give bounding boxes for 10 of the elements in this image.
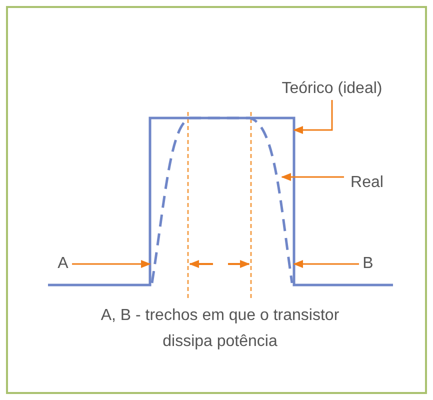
- leader-arrow: [281, 173, 344, 181]
- leader-arrow: [293, 260, 359, 268]
- callout-label: A: [54, 253, 72, 275]
- callout-label: Real: [344, 172, 390, 194]
- ideal-pulse-waveform: [48, 116, 393, 286]
- leader-arrow: [293, 100, 333, 134]
- callout-label: B: [359, 253, 377, 275]
- callout-label: Teórico (ideal): [262, 78, 402, 100]
- leader-arrow: [72, 260, 151, 268]
- caption: A, B - trechos em que o transistor dissipa potência: [100, 306, 340, 352]
